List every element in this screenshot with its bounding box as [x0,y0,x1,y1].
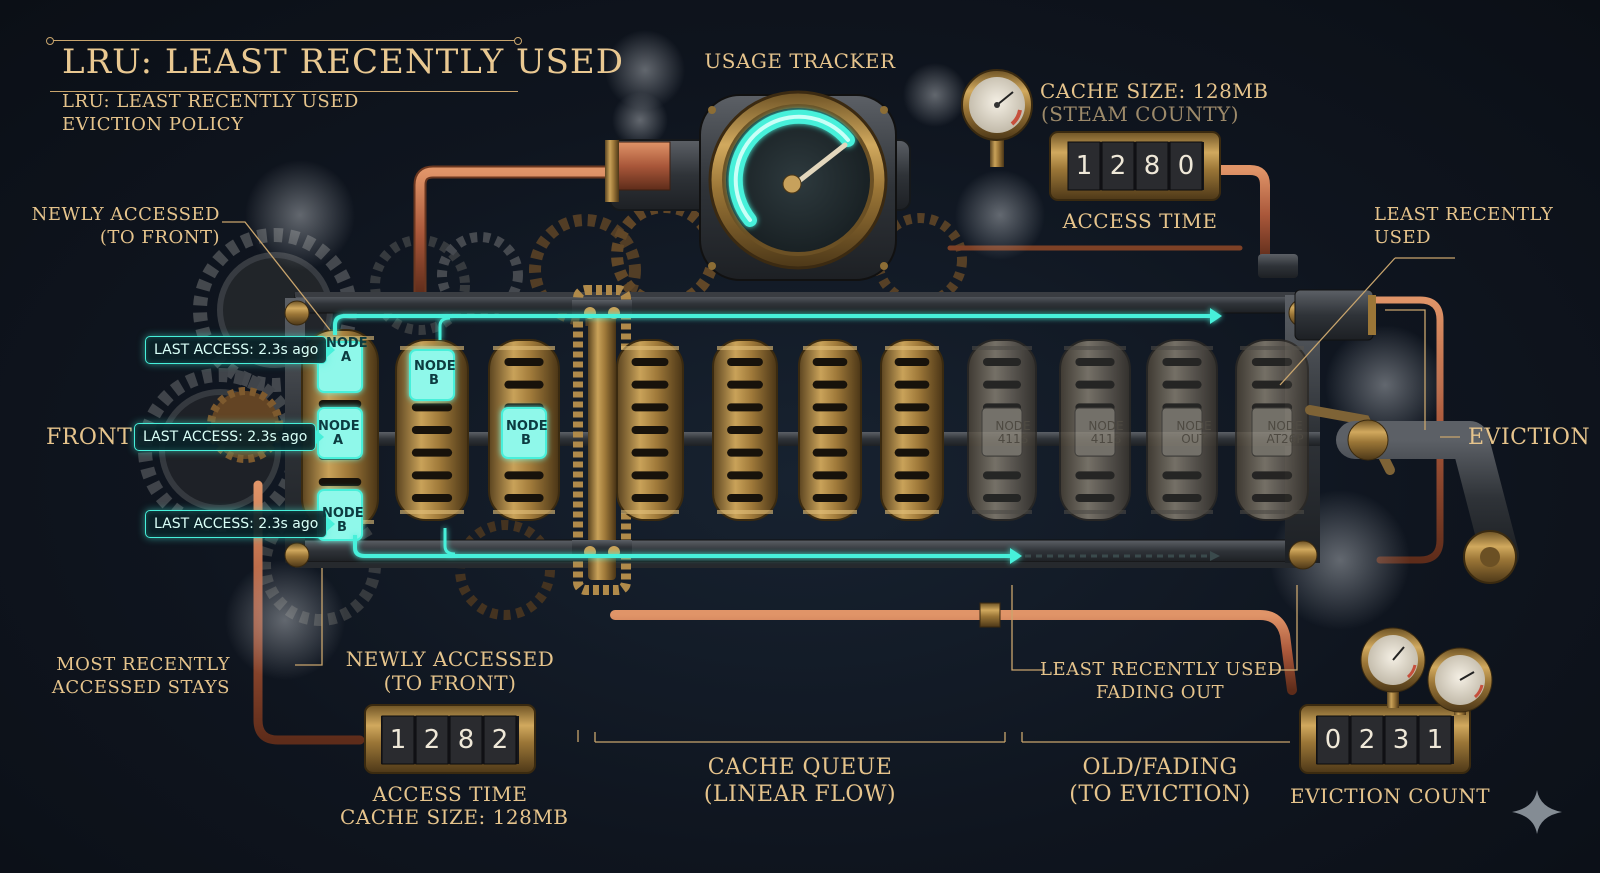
odometer-bottom-digit-4: 2 [491,725,509,755]
faded-node-2: NODE 411s [1084,419,1128,447]
second-drum-node: NODE B [414,359,456,389]
usage-tracker-gauge [605,90,911,281]
faded-node-1-line1: NODE [995,419,1031,433]
odometer-bottom-digit-1: 1 [389,725,407,755]
cache-drum-6 [798,339,862,521]
second-drum-node-line2: B [429,373,439,389]
front-drum-node-bottom-line2: B [337,520,347,536]
cache-drums [301,329,1309,541]
front-drum-node-bottom-line1: NODE [322,506,364,521]
odometer-top-digit-3: 8 [1143,151,1161,181]
third-drum-node-line2: B [521,433,531,449]
subtitle-line-1: LRU: LEAST RECENTLY USED [62,91,359,112]
newly-accessed-top-line-1: NEWLY ACCESSED [31,204,220,225]
steam-county-label: (STEAM COUNTY) [1040,102,1240,126]
faded-node-2-line2: 411s [1090,432,1122,447]
title-frame: LRU: LEAST RECENTLY USED [46,37,623,92]
second-drum-node-line1: NODE [414,359,456,374]
faded-node-3-line1: NODE [1176,419,1212,433]
cache-drum-5 [712,339,778,521]
most-recently-accessed-line-2: ACCESSED STAYS [51,677,230,698]
least-recently-used-top-line-2: USED [1374,227,1432,248]
front-drum-node-middle: NODE A [318,419,360,449]
subtitle-line-2: EVICTION POLICY [62,114,244,135]
eviction-count-label: EVICTION COUNT [1290,784,1491,808]
third-drum-node-line1: NODE [506,419,548,434]
eviction-counter-digit-1: 0 [1324,725,1342,755]
usage-tracker-label: USAGE TRACKER [704,49,896,73]
eviction-counter-digit-3: 3 [1392,725,1410,755]
odometer-top-digit-4: 0 [1177,151,1195,181]
odometer-bottom-digit-2: 2 [423,725,441,755]
faded-node-4: NODE at26p [1260,419,1310,447]
front-drum-node-middle-line2: A [332,433,344,449]
pressure-gauge-top [961,69,1033,167]
front-drum-node-top: NODE A [326,336,368,366]
eviction-label: EVICTION [1468,425,1591,450]
odometer-bottom-digit-3: 8 [457,725,475,755]
faded-node-3-line2: OUT [1181,432,1207,447]
faded-node-4-line2: at26p [1266,432,1304,447]
eviction-counter-digit-4: 1 [1426,725,1444,755]
front-label: FRONT [46,425,133,450]
cache-drum-3 [488,339,560,521]
odometer-top-digit-1: 1 [1075,151,1093,181]
page-title: LRU: LEAST RECENTLY USED [62,42,624,82]
access-time-top-label: ACCESS TIME [1062,209,1218,233]
lru-fading-line-1: LEAST RECENTLY USED [1040,659,1283,680]
eviction-counter-digit-2: 2 [1358,725,1376,755]
cache-drum-11 [1235,339,1309,521]
faded-node-1: NODE 411s [991,419,1035,447]
front-drum-node-top-line1: NODE [326,336,368,351]
eviction-lever [1305,405,1519,584]
cache-drum-9 [1059,339,1131,521]
most-recently-accessed-line-1: MOST RECENTLY [56,654,230,675]
cache-drum-2 [395,339,469,521]
odometer-top-digit-2: 2 [1109,151,1127,181]
newly-accessed-top-line-2: (TO FRONT) [99,227,220,248]
sparkle-icon [1512,790,1562,834]
last-access-tag-3: LAST ACCESS: 2.3s ago [145,510,336,538]
cache-drum-7 [880,339,944,521]
last-access-tag-1: LAST ACCESS: 2.3s ago [145,336,336,364]
least-recently-used-top-line-1: LEAST RECENTLY [1374,204,1554,225]
cache-size-top-label: CACHE SIZE: 128MB [1040,79,1269,103]
cache-drum-8 [967,339,1037,521]
faded-node-3: NODE OUT [1172,419,1216,447]
access-time-bottom-label: ACCESS TIME [372,782,528,806]
cache-size-bottom-label: CACHE SIZE: 128MB [340,805,569,829]
old-fading-line-1: OLD/FADING [1082,755,1238,780]
faded-node-4-line1: NODE [1267,419,1303,433]
cache-queue-line-1: CACHE QUEUE [707,755,893,780]
third-drum-node: NODE B [506,419,548,449]
front-drum-node-middle-line1: NODE [318,419,360,434]
cache-queue-line-2: (LINEAR FLOW) [703,782,897,807]
old-fading-line-2: (TO EVICTION) [1069,782,1251,807]
cache-drum-10 [1146,339,1218,521]
copper-pipes [253,155,1464,745]
flow-arrows [333,308,1222,564]
odometer-bottom-frame [364,704,536,774]
newly-accessed-bottom-line-2: (TO FRONT) [383,671,517,695]
faded-node-1-line2: 411s [997,432,1029,447]
front-drum-node-bottom: NODE B [322,506,364,536]
leader-lines [222,221,1460,743]
last-access-tag-2: LAST ACCESS: 2.3s ago [134,423,325,451]
newly-accessed-bottom-line-1: NEWLY ACCESSED [345,647,555,671]
lru-fading-line-2: FADING OUT [1095,682,1225,703]
cache-drum-4 [616,339,684,521]
front-drum-node-top-line2: A [340,350,352,366]
odometer-top-frame [1049,131,1221,201]
eviction-counter-frame [1299,627,1493,774]
faded-node-2-line1: NODE [1088,419,1124,433]
